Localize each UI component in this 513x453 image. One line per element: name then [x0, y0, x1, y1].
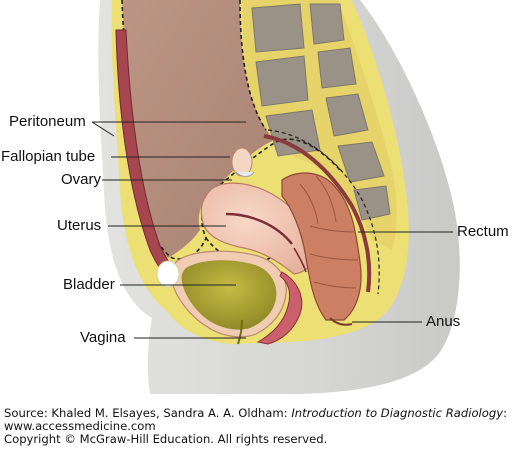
leader-lines	[91, 121, 453, 339]
bladder	[170, 250, 287, 345]
label-vagina: Vagina	[80, 329, 126, 346]
book-title: Introduction to Diagnostic Radiology	[291, 406, 504, 420]
source-line: Source: Khaled M. Elsayes, Sandra A. A. …	[4, 407, 512, 420]
label-uterus: Uterus	[57, 217, 102, 234]
source-credit: Source: Khaled M. Elsayes, Sandra A. A. …	[4, 407, 512, 446]
vagina	[256, 271, 303, 345]
website-line: www.accessmedicine.com	[4, 419, 156, 433]
label-ovary: Ovary	[61, 171, 102, 188]
vertebrae	[251, 3, 391, 221]
abdominal-cavity	[122, 0, 274, 258]
anus	[329, 317, 353, 326]
label-bladder: Bladder	[63, 276, 115, 293]
source-prefix: Source: Khaled M. Elsayes, Sandra A. A. …	[4, 406, 292, 420]
pelvis-anatomy-illustration	[91, 0, 460, 394]
copyright-line: Copyright © McGraw-Hill Education. All r…	[4, 432, 328, 446]
label-peritoneum: Peritoneum	[9, 113, 86, 130]
label-fallopian-tube: Fallopian tube	[1, 148, 96, 165]
uterus	[200, 182, 316, 275]
rectum	[281, 172, 362, 321]
pubic-bone	[156, 260, 180, 288]
source-suffix: :	[503, 406, 507, 420]
label-anus: Anus	[426, 313, 461, 330]
ovary	[231, 147, 255, 177]
label-rectum: Rectum	[457, 223, 509, 240]
